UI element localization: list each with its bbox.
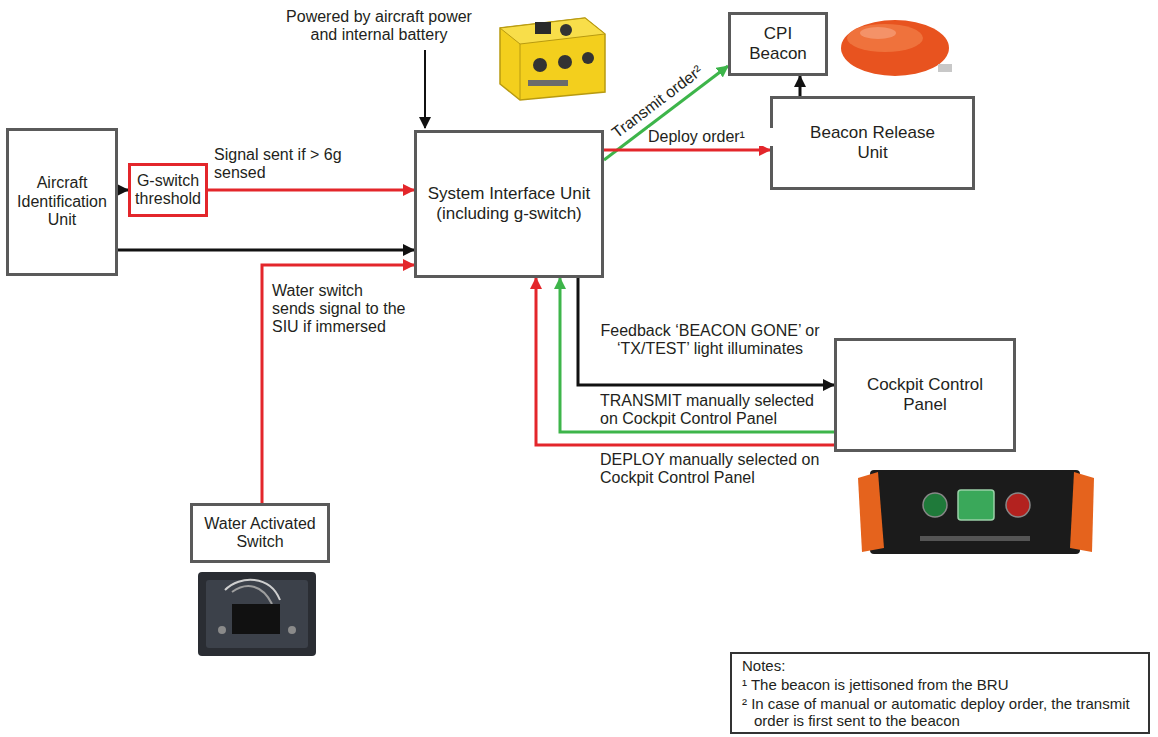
node-text: Beacon Release Unit	[803, 123, 942, 162]
edge-label: Deploy order¹	[648, 128, 773, 146]
note-label: Powered by aircraft power and internal b…	[272, 8, 486, 44]
edge-label: Signal sent if > 6g sensed	[214, 146, 354, 182]
signal-arrow	[578, 278, 834, 385]
notes-box: Notes: ¹ The beacon is jettisoned from th…	[730, 652, 1150, 734]
signal-arrow	[118, 189, 128, 192]
node-text: Aircraft Identification Unit	[14, 174, 110, 229]
signal-arrow	[604, 149, 770, 152]
signal-arrow	[799, 76, 802, 96]
release-unit-box: Beacon Release Unit	[770, 96, 975, 190]
interface-unit-box: System Interface Unit (including g-switc…	[414, 130, 604, 278]
node-text: ¹ The beacon is jettisoned from the BRU	[742, 676, 1138, 693]
power-arrow	[424, 50, 426, 128]
cockpit-panel-photo	[858, 470, 1094, 554]
beacon-photo	[841, 20, 952, 76]
signal-arrow	[536, 278, 834, 445]
siu-device-photo	[500, 18, 605, 100]
edge-label: Feedback ‘BEACON GONE’ or ‘TX/TEST’ ligh…	[592, 322, 828, 358]
signal-arrow	[208, 189, 414, 192]
beacon-box: CPI Beacon	[728, 12, 828, 76]
node-text: System Interface Unit (including g-switc…	[423, 184, 595, 223]
control-panel-box: Cockpit Control Panel	[834, 338, 1016, 452]
water-switch-box: Water Activated Switch	[190, 503, 330, 563]
node-text: G-switch threshold	[135, 172, 201, 209]
signal-arrow	[262, 265, 414, 503]
edge-label: TRANSMIT manually selected on Cockpit Co…	[600, 392, 832, 428]
threshold-box: G-switch threshold	[128, 163, 208, 217]
node-text: CPI Beacon	[741, 24, 815, 63]
unit-box: Aircraft Identification Unit	[6, 128, 118, 276]
water-switch-photo	[198, 572, 316, 656]
node-text: Notes:	[742, 657, 1138, 674]
node-text: ² In case of manual or automatic deploy …	[742, 695, 1138, 730]
node-text: Cockpit Control Panel	[855, 375, 995, 414]
edge-label: Water switch sends signal to the SIU if …	[272, 282, 407, 336]
edge-label: DEPLOY manually selected on Cockpit Cont…	[600, 451, 832, 487]
signal-arrow	[560, 278, 834, 432]
node-text: Water Activated Switch	[199, 515, 321, 552]
signal-arrow	[118, 249, 414, 252]
